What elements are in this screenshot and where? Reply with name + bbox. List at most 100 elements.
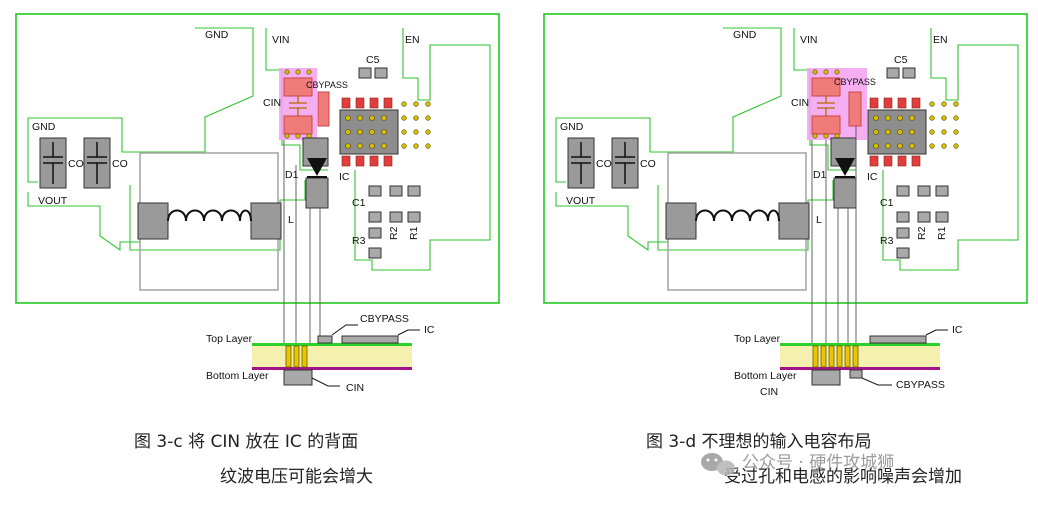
- label-gnd-top: GND: [733, 29, 757, 41]
- label-d1: D1: [285, 169, 299, 181]
- c5-pad-right: [902, 67, 916, 79]
- ic-section: [869, 335, 927, 344]
- label-cbypass-section: CBYPASS: [360, 313, 409, 325]
- label-gnd-left: GND: [560, 121, 584, 133]
- gnd-plane-outline: [555, 27, 782, 183]
- vout-trace-outline: [27, 192, 140, 252]
- cin-pad-bottom: [283, 115, 313, 135]
- label-co-1: CO: [596, 158, 612, 170]
- capacitor-symbols: [571, 142, 635, 184]
- substrate: [252, 345, 412, 367]
- label-vin: VIN: [272, 34, 290, 46]
- stackup-cross-section: [780, 126, 948, 386]
- watermark-text: 公众号 · 硬件攻城狮: [742, 453, 894, 473]
- diode-icon: [307, 158, 327, 176]
- c5-pad-right: [374, 67, 388, 79]
- en-trace-outline: [354, 28, 491, 271]
- label-co-2: CO: [112, 158, 128, 170]
- label-r3: R3: [352, 235, 366, 247]
- vin-plane-outline: [265, 28, 328, 171]
- diode-icon: [835, 158, 855, 176]
- label-en: EN: [933, 34, 948, 46]
- label-ic: IC: [867, 171, 878, 183]
- gnd-plane-outline: [27, 27, 254, 183]
- label-bottom-layer: Bottom Layer: [734, 370, 797, 382]
- label-bottom-layer: Bottom Layer: [206, 370, 269, 382]
- label-ic: IC: [339, 171, 350, 183]
- via-array: [285, 345, 308, 368]
- inductor-pad-left: [137, 202, 169, 240]
- cin-symbol: [289, 96, 307, 116]
- cbypass-pad: [848, 91, 862, 127]
- board-outline: [15, 13, 500, 304]
- label-cbypass: CBYPASS: [306, 80, 348, 90]
- label-gnd-top: GND: [205, 29, 229, 41]
- inductor-pad-right: [250, 202, 282, 240]
- top-copper: [780, 343, 940, 346]
- board-outline: [543, 13, 1028, 304]
- label-l: L: [288, 214, 294, 226]
- bottom-copper: [780, 367, 940, 370]
- wechat-icon: [701, 453, 735, 476]
- inductor-pad-left: [665, 202, 697, 240]
- small-passives: [368, 185, 421, 259]
- top-copper: [252, 343, 412, 346]
- substrate: [780, 345, 940, 367]
- label-vin: VIN: [800, 34, 818, 46]
- label-cin-section: CIN: [346, 382, 364, 394]
- inductor-coil-icon: [167, 209, 252, 222]
- label-r2: R2: [916, 226, 928, 240]
- thermal-vias: [284, 69, 431, 149]
- label-cin: CIN: [791, 97, 809, 109]
- bottom-copper: [252, 367, 412, 370]
- layout-panel-right: GND VIN EN C5 CBYPASS CIN GND CO CO VOUT…: [543, 13, 1028, 398]
- label-cin: CIN: [263, 97, 281, 109]
- label-d1: D1: [813, 169, 827, 181]
- caption-right-line2: 受过孔和电感的影响噪声会增加: [724, 467, 962, 487]
- label-cbypass-section: CBYPASS: [896, 379, 945, 391]
- label-top-layer: Top Layer: [734, 333, 781, 345]
- c5-pad-left: [886, 67, 900, 79]
- label-vout: VOUT: [566, 195, 596, 207]
- watermark: 公众号 · 硬件攻城狮: [701, 453, 894, 476]
- cin-section: [283, 369, 313, 386]
- label-cin-section: CIN: [760, 386, 778, 398]
- label-r1: R1: [408, 226, 420, 240]
- cin-section: [811, 369, 841, 386]
- c5-pad-left: [358, 67, 372, 79]
- label-ic-section: IC: [952, 324, 963, 336]
- inductor-coil-icon: [695, 209, 780, 222]
- caption-left-line1: 图 3-c 将 CIN 放在 IC 的背面: [134, 432, 358, 452]
- en-trace-outline: [882, 28, 1019, 271]
- ic-via-grid: [345, 115, 387, 149]
- small-passives: [896, 185, 949, 259]
- label-l: L: [816, 214, 822, 226]
- cbypass-pad: [317, 91, 330, 127]
- cbypass-section: [849, 369, 863, 379]
- label-co-2: CO: [640, 158, 656, 170]
- label-co-1: CO: [68, 158, 84, 170]
- caption-right-line1: 图 3-d 不理想的输入电容布局: [646, 432, 872, 452]
- d1-pad-bottom: [305, 177, 329, 209]
- caption-left-line2: 纹波电压可能会增大: [220, 467, 373, 487]
- ic-via-grid: [873, 115, 915, 149]
- cin-pad-bottom: [811, 115, 841, 135]
- label-vout: VOUT: [38, 195, 68, 207]
- ic-pins: [869, 97, 921, 167]
- thermal-vias: [812, 69, 959, 149]
- cin-symbol: [817, 96, 835, 116]
- label-c1: C1: [352, 197, 366, 209]
- capacitor-symbols: [43, 142, 107, 184]
- label-r1: R1: [936, 226, 948, 240]
- label-c1: C1: [880, 197, 894, 209]
- label-c5: C5: [894, 54, 908, 66]
- cbypass-section: [317, 335, 333, 344]
- label-cbypass: CBYPASS: [834, 77, 876, 87]
- label-top-layer: Top Layer: [206, 333, 253, 345]
- label-r2: R2: [388, 226, 400, 240]
- inductor-pad-right: [778, 202, 810, 240]
- label-en: EN: [405, 34, 420, 46]
- label-ic-section: IC: [424, 324, 435, 336]
- label-gnd-left: GND: [32, 121, 56, 133]
